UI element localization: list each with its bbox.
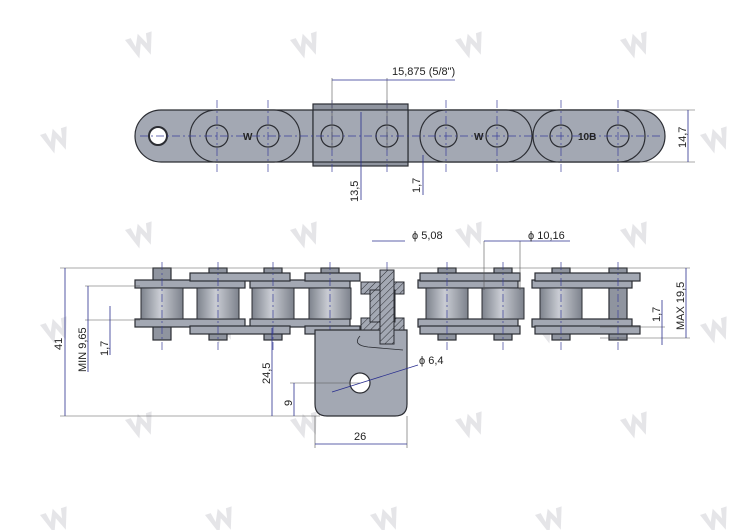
watermark-logo [620, 31, 647, 59]
outer-plate [534, 325, 641, 335]
logo-mark: W [243, 132, 253, 143]
inner-plate [249, 318, 351, 328]
offset-dimension: 1,7 [411, 178, 423, 193]
watermark-logo [370, 506, 397, 530]
outer-plate [189, 272, 291, 282]
bracket-height-dimension: 13,5 [349, 181, 361, 202]
logo-mark: W [474, 132, 484, 143]
watermark-logo [290, 411, 317, 439]
watermark-logo [535, 506, 562, 530]
plate-thickness-dimension-right: 1,7 [651, 307, 663, 322]
max-width-dimension: MAX 19,5 [675, 282, 687, 330]
hole-diameter-dimension: ϕ 6,4 [419, 355, 444, 367]
outer-plate [189, 325, 291, 335]
hole-height-dimension: 9 [283, 400, 295, 406]
watermark-logo [700, 506, 727, 530]
side-view: ϕ 5,08 ϕ 10,16 MAX 19,5 1,7 41 MIN 9,65 … [53, 230, 690, 448]
total-height-dimension: 41 [53, 338, 65, 350]
plate-thickness-dimension-left: 1,7 [99, 341, 111, 356]
top-view: W W 10B 15,875 (5/8") 14,7 13,5 1,7 [134, 66, 695, 202]
watermark-logo [40, 126, 67, 154]
center-pin-section [379, 269, 395, 345]
watermark-logo [40, 506, 67, 530]
watermark-logo [700, 126, 727, 154]
watermark-logo [455, 411, 482, 439]
pitch-dimension: 15,875 (5/8") [392, 66, 455, 78]
inner-plate [249, 279, 351, 289]
pin-diameter-dimension: ϕ 5,08 [412, 230, 443, 242]
roller-diameter-dimension: ϕ 10,16 [528, 230, 565, 242]
min-inner-width-dimension: MIN 9,65 [77, 327, 89, 372]
height-dimension: 14,7 [677, 127, 689, 148]
watermark-logo [40, 316, 67, 344]
watermark-logo [700, 316, 727, 344]
attachment-width-dimension: 26 [354, 431, 366, 443]
watermark-logo [620, 221, 647, 249]
plate-marking: 10B [578, 132, 596, 143]
watermark-logo [205, 506, 232, 530]
watermark-logo [290, 31, 317, 59]
outer-plate [419, 325, 521, 335]
attachment-height-dimension: 24,5 [261, 363, 273, 384]
outer-plate [419, 272, 521, 282]
watermark-logo [125, 31, 152, 59]
watermark-logo [620, 411, 647, 439]
watermark-logo [125, 221, 152, 249]
watermark-logo [290, 221, 317, 249]
watermark-logo [455, 31, 482, 59]
watermark-logo [125, 411, 152, 439]
watermark-logo [455, 221, 482, 249]
outer-plate [304, 272, 361, 282]
outer-plate [534, 272, 641, 282]
